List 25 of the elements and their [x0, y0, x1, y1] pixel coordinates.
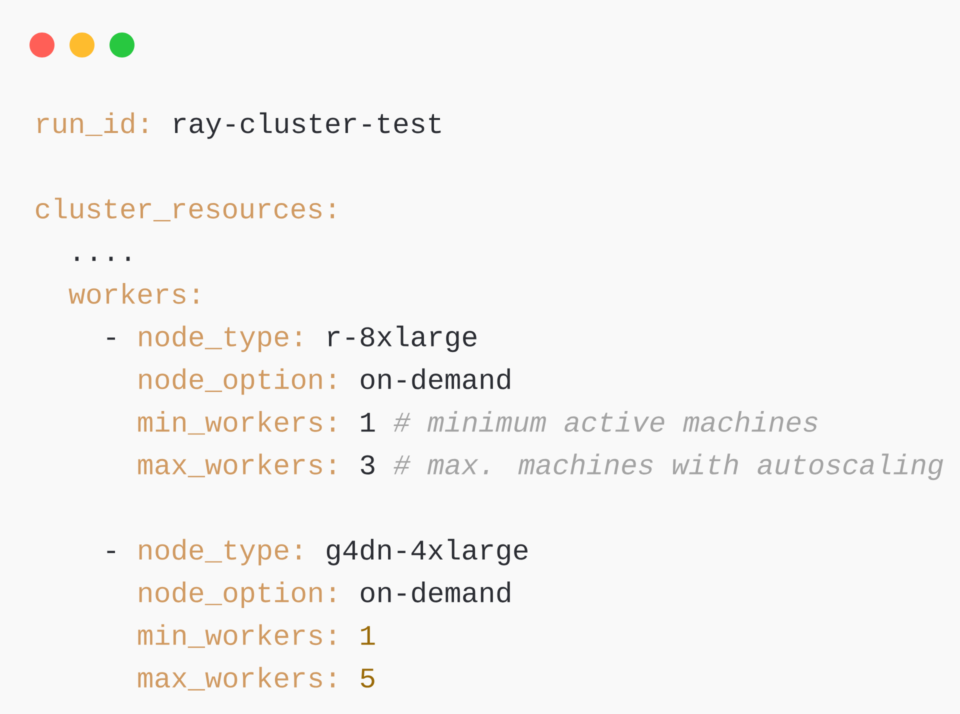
yaml-key: min_workers:: [138, 411, 334, 435]
yaml-key: node_option:: [139, 582, 334, 608]
yaml-key: max_workers:: [138, 666, 334, 690]
yaml-key: node_option:: [139, 368, 334, 395]
yaml-value: ray-cluster-test: [174, 112, 441, 139]
yaml-number: 1: [361, 626, 375, 645]
yaml-key: node_type:: [139, 538, 300, 566]
yaml-value: ....: [75, 256, 130, 261]
code-comment: # minimum active machines: [394, 411, 818, 432]
yaml-value: 3: [360, 455, 374, 474]
yaml-value: on-demand: [360, 368, 510, 390]
yaml-key: cluster_resources:: [36, 198, 334, 222]
yaml-key: workers:: [68, 283, 198, 304]
yaml-key: min_workers:: [138, 624, 334, 648]
yaml-value: g4dn-4xlarge: [326, 538, 528, 566]
code-comment: # max. machines with autoscaling: [394, 454, 944, 480]
yaml-value: r-8xlarge: [328, 326, 476, 352]
yaml-key: run_id:: [38, 112, 147, 136]
yaml-value: -: [107, 338, 115, 340]
yaml-value: 1: [361, 412, 375, 432]
yaml-value: on-demand: [360, 582, 510, 602]
yaml-number: 5: [360, 668, 374, 688]
yaml-value: -: [107, 550, 115, 554]
yaml-key: node_type:: [139, 326, 300, 352]
yaml-key: max_workers:: [138, 454, 334, 478]
